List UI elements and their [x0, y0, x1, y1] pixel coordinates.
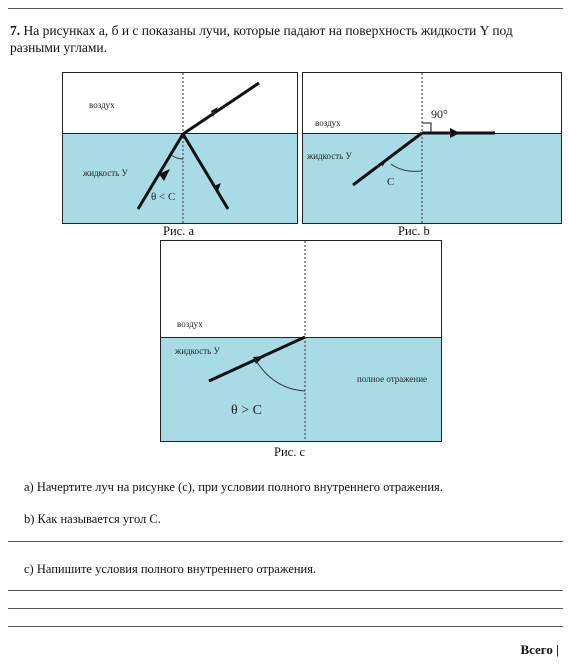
air-label: воздух	[315, 118, 341, 128]
question-number: 7.	[10, 23, 21, 38]
angle-c-label: C	[387, 176, 395, 188]
question-body: На рисунках а, б и с показаны лучи, кото…	[10, 23, 513, 55]
liquid-label: жидкость У	[175, 346, 220, 356]
question-text: 7. На рисунках а, б и с показаны лучи, к…	[10, 22, 560, 56]
answer-line[interactable]	[8, 590, 563, 591]
figure-b-rays	[352, 73, 495, 223]
total-score-label: Всего |	[520, 642, 559, 657]
liquid-label: жидкость У	[83, 168, 128, 178]
figure-c-rays	[208, 241, 306, 441]
angle-label: θ < C	[151, 191, 176, 203]
task-b: b) Как называется угол С.	[24, 512, 161, 526]
total-reflection-label: полное отражение	[357, 374, 428, 384]
caption-c: Рис. с	[274, 445, 305, 459]
figure-a: воздух жидкость У θ < C	[62, 72, 298, 224]
air-label: воздух	[177, 319, 203, 329]
task-c: с) Напишите условия полного внутреннего …	[24, 562, 317, 576]
answer-line[interactable]	[8, 608, 563, 609]
air-label: воздух	[89, 100, 115, 110]
right-angle-label: 90°	[431, 107, 448, 121]
figure-c: воздух жидкость У θ > C полное отражение	[160, 240, 442, 442]
task-a: а) Начертите луч на рисунке (с), при усл…	[24, 480, 443, 494]
figure-a-rays	[136, 73, 260, 223]
top-rule	[8, 8, 563, 9]
caption-b: Рис. b	[398, 224, 430, 238]
angle-label: θ > C	[231, 403, 262, 418]
liquid-region	[303, 133, 561, 223]
figure-b: воздух жидкость У 90° C	[302, 72, 562, 224]
answer-line[interactable]	[8, 626, 563, 627]
caption-a: Рис. а	[163, 224, 194, 238]
liquid-region	[63, 133, 297, 223]
liquid-label: жидкость У	[307, 151, 352, 161]
answer-line[interactable]	[8, 541, 563, 542]
